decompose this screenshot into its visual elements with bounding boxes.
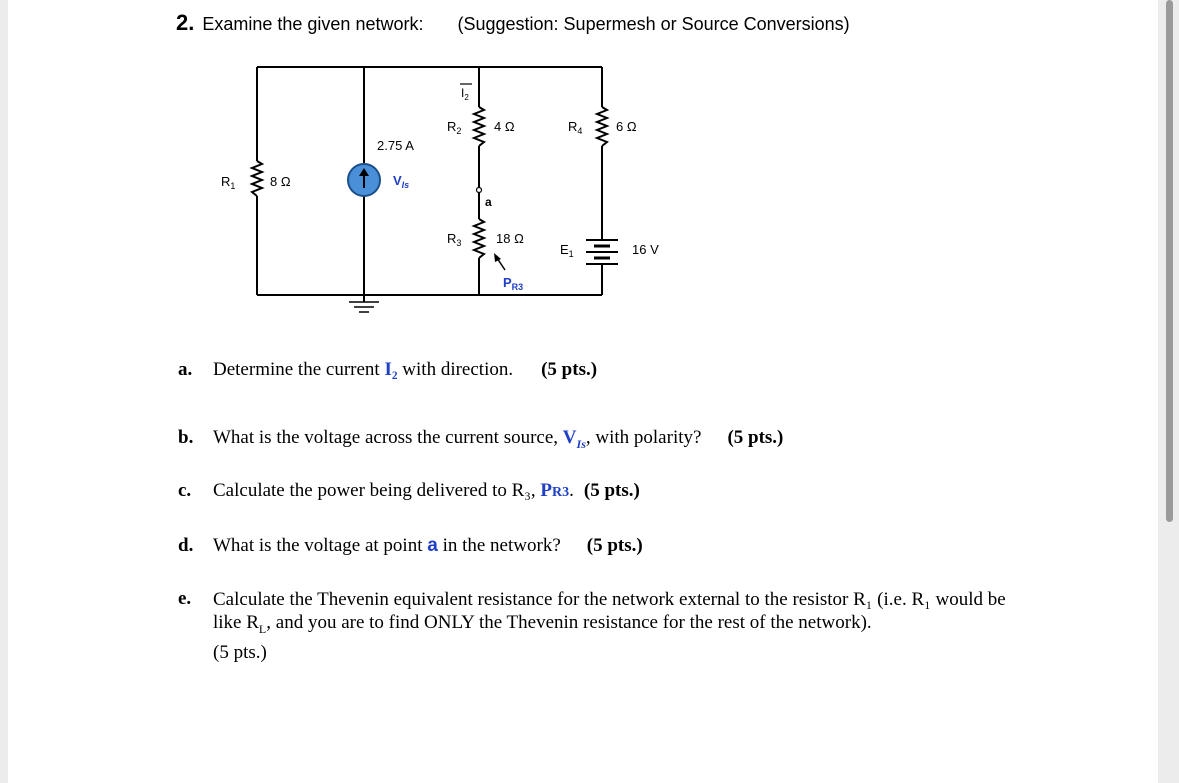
pr3-arrow-icon bbox=[494, 253, 501, 262]
e1-battery bbox=[586, 239, 618, 265]
question-e: e. Calculate the Thevenin equivalent res… bbox=[178, 588, 1006, 663]
r1-value: 8 Ω bbox=[270, 174, 291, 189]
e1-value: 16 V bbox=[632, 242, 659, 257]
r3-value: 18 Ω bbox=[496, 231, 524, 246]
r4-resistor bbox=[594, 106, 610, 147]
question-a: a.Determine the current I₂ with directio… bbox=[178, 359, 598, 380]
document-page bbox=[8, 0, 1158, 783]
question-b: b.What is the voltage across the current… bbox=[178, 427, 784, 451]
circuit-wires bbox=[256, 66, 603, 302]
r1-resistor bbox=[249, 160, 265, 197]
problem-header: 2. Examine the given network: (Suggestion:… bbox=[176, 10, 850, 36]
node-a-label: a bbox=[485, 195, 492, 209]
i2-label: I2 bbox=[461, 86, 469, 102]
vis-label: VIs bbox=[393, 173, 409, 190]
r2-label: R2 bbox=[447, 119, 461, 136]
r3-label: R3 bbox=[447, 231, 461, 248]
problem-title: Examine the given network: bbox=[202, 14, 424, 34]
problem-suggestion: (Suggestion: Supermesh or Source Convers… bbox=[457, 14, 850, 34]
circuit-diagram: I2 a R1 8 Ω 2.75 A VIs R2 4 Ω R3 18 Ω R4… bbox=[221, 66, 659, 313]
scrollbar-thumb[interactable] bbox=[1166, 0, 1173, 522]
question-c: c.Calculate the power being delivered to… bbox=[178, 480, 640, 501]
r2-resistor bbox=[471, 106, 487, 147]
e1-label: E1 bbox=[560, 242, 574, 259]
current-source-value: 2.75 A bbox=[377, 138, 414, 153]
r3-resistor bbox=[471, 218, 487, 259]
problem-number: 2. bbox=[176, 10, 195, 35]
r1-label: R1 bbox=[221, 174, 235, 191]
node-a-dot bbox=[475, 186, 483, 194]
r4-value: 6 Ω bbox=[616, 119, 637, 134]
current-source-arrow-icon bbox=[359, 168, 369, 176]
ground-icon bbox=[349, 301, 379, 313]
r4-label: R4 bbox=[568, 119, 582, 136]
pr3-label: PR3 bbox=[503, 275, 523, 292]
scrollbar[interactable] bbox=[1164, 0, 1175, 783]
question-d: d.What is the voltage at point a in the … bbox=[178, 535, 643, 556]
r2-value: 4 Ω bbox=[494, 119, 515, 134]
